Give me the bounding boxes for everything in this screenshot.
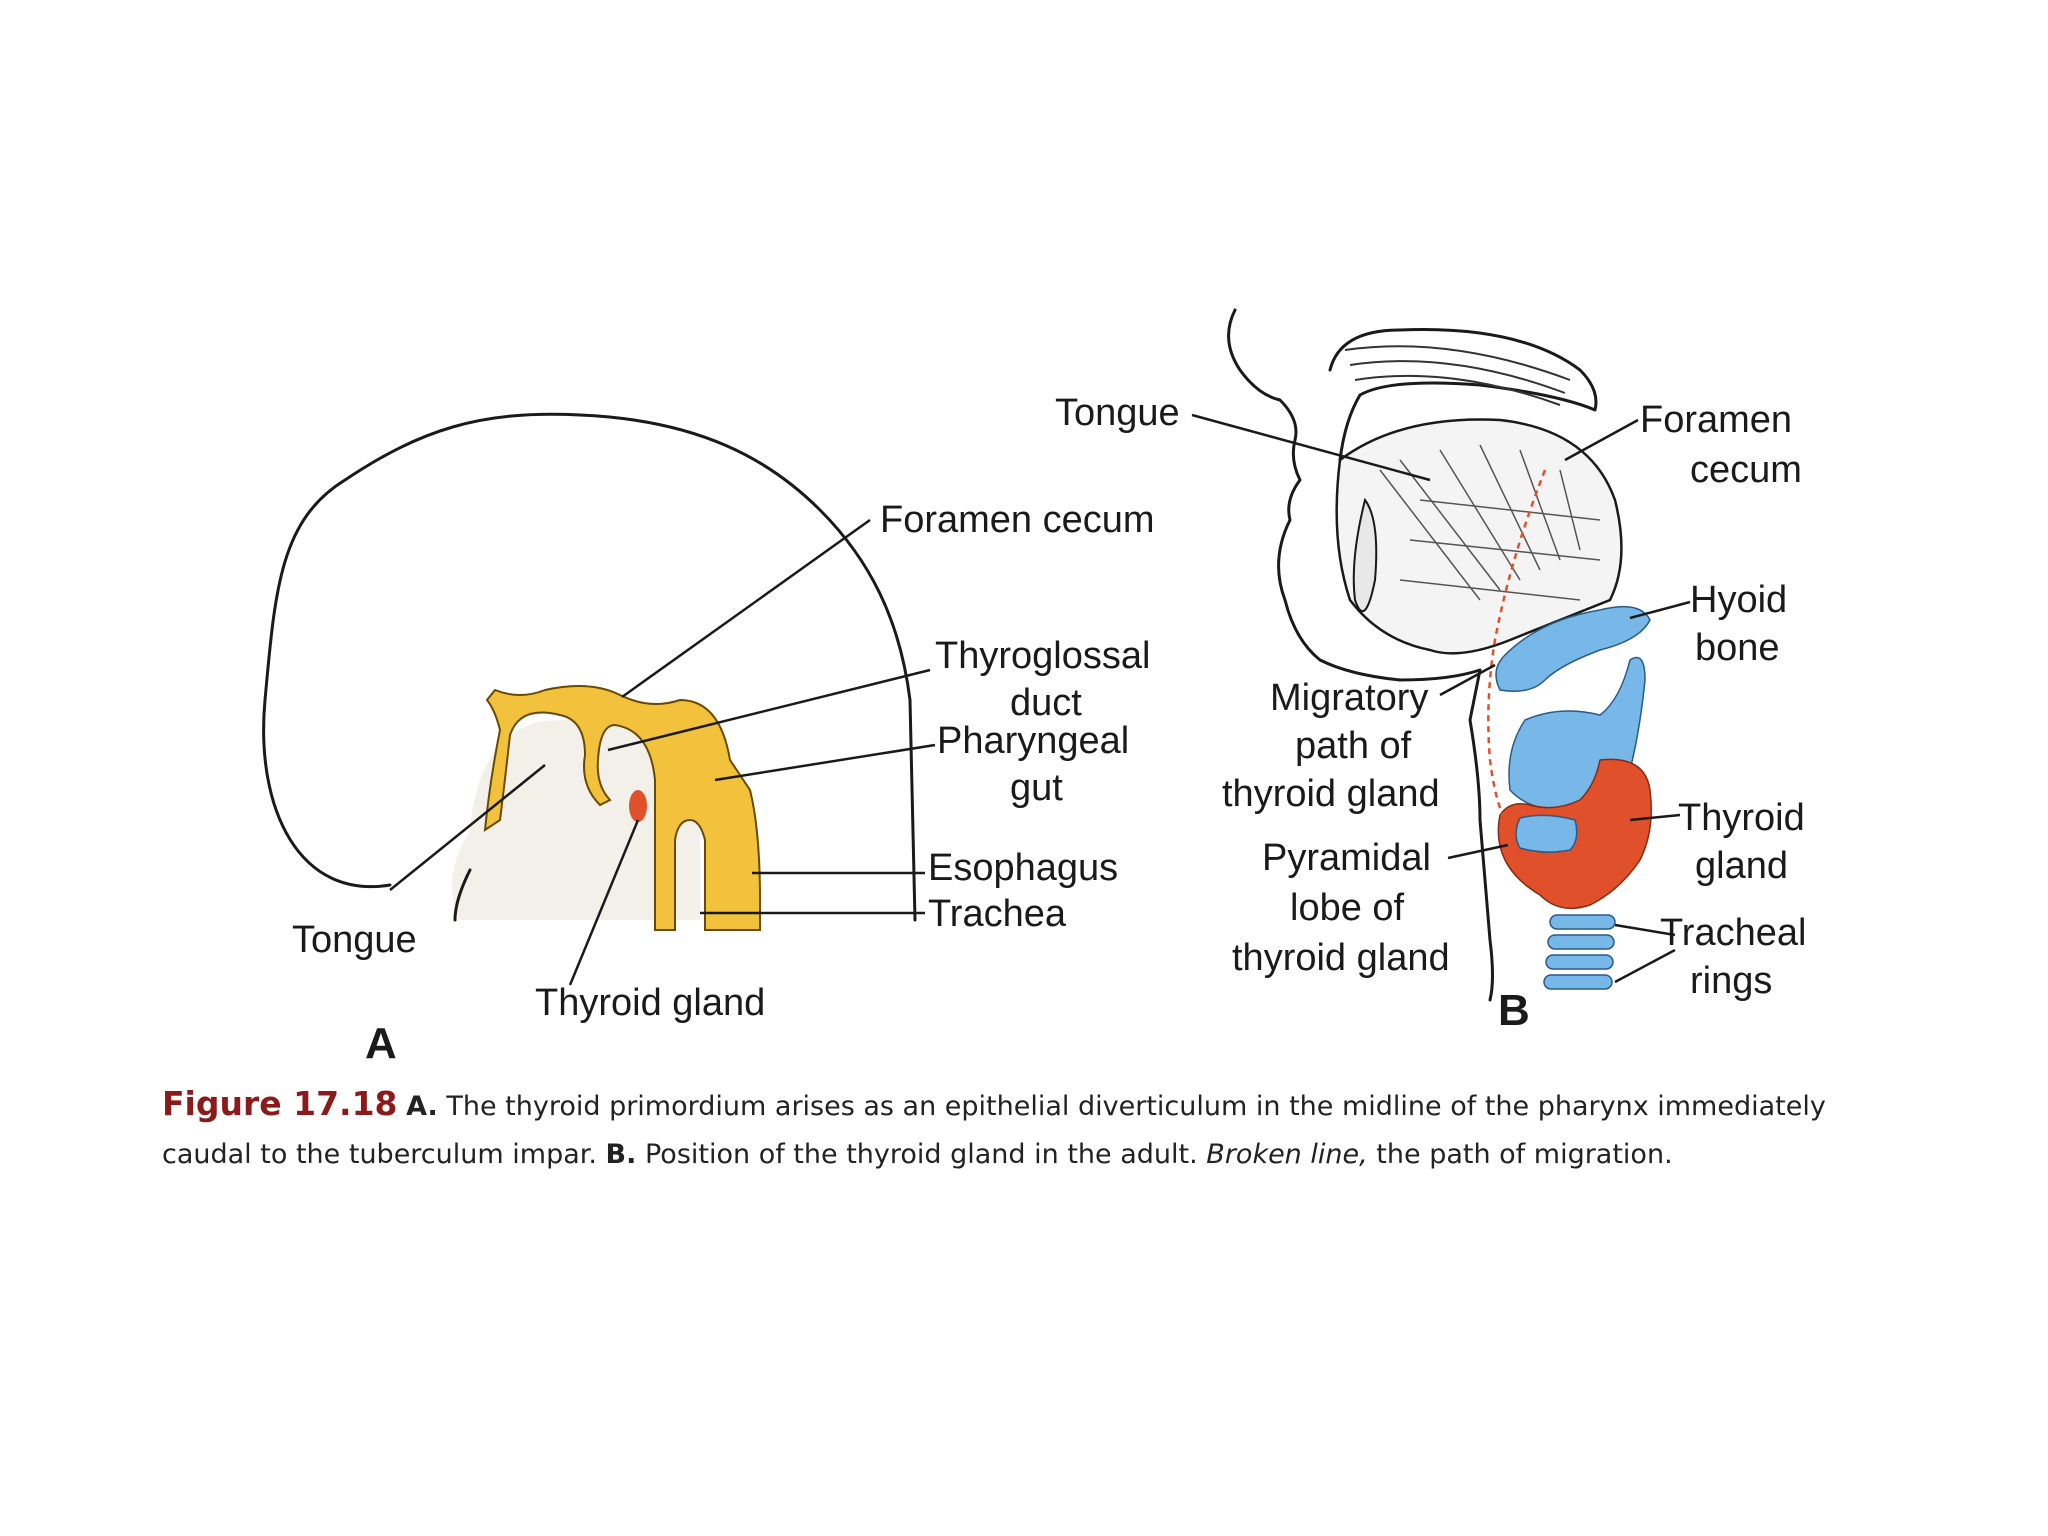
- label-thyroid-1: Thyroid: [1678, 797, 1805, 839]
- tongue-body-b: [1335, 418, 1623, 655]
- leader-thyroid-gland: [568, 819, 640, 986]
- label-pyramidal-1: Pyramidal: [1262, 837, 1431, 879]
- label-tracheal-2: rings: [1690, 960, 1772, 1002]
- label-pyramidal-3: thyroid gland: [1232, 937, 1450, 979]
- cricoid-cartilage-blue: [1515, 814, 1578, 853]
- leader-tracheal-rings-2: [1614, 948, 1676, 984]
- label-thyroid-gland-a: Thyroid gland: [535, 982, 765, 1024]
- leader-tracheal-rings-1: [1614, 923, 1676, 937]
- label-foramen-1: Foramen: [1640, 399, 1792, 441]
- caption-figure-number: Figure 17.18: [162, 1084, 398, 1123]
- leader-foramen-cecum-b: [1564, 418, 1639, 462]
- palate-inner-lines: [1344, 345, 1571, 406]
- figure-caption: Figure 17.18 A. The thyroid primordium a…: [162, 1080, 1862, 1179]
- label-tongue-a: Tongue: [292, 919, 417, 961]
- thyroid-primordium-red: [629, 790, 647, 822]
- label-migratory-1: Migratory: [1270, 677, 1428, 719]
- leader-pyramidal-lobe: [1447, 843, 1509, 860]
- leader-migratory-path: [1439, 663, 1496, 697]
- tracheal-ring-3: [1545, 954, 1614, 970]
- caption-a-marker: A.: [406, 1091, 438, 1122]
- label-migratory-3: thyroid gland: [1222, 773, 1440, 815]
- tracheal-ring-2: [1547, 934, 1615, 950]
- leader-thyroid-gland-b: [1629, 813, 1681, 822]
- label-hyoid-1: Hyoid: [1690, 579, 1787, 621]
- label-tracheal-1: Tracheal: [1660, 912, 1806, 954]
- label-hyoid-2: bone: [1695, 627, 1780, 669]
- tongue-fibers: [1379, 444, 1601, 601]
- caption-italic-text: Broken line,: [1206, 1139, 1368, 1170]
- tongue-outline: [453, 868, 472, 922]
- label-thyroglossal-2: duct: [1010, 682, 1082, 724]
- pharyngeal-gut-yellow: [483, 685, 761, 931]
- panel-b-diagram: Tongue Foramen cecum Hyoid bone Migrator…: [1055, 308, 1806, 1035]
- panel-b-letter: B: [1498, 986, 1530, 1035]
- leader-tongue-b: [1191, 413, 1431, 482]
- epiglottis: [1352, 497, 1378, 613]
- tracheal-ring-1: [1549, 914, 1616, 930]
- caption-end-text: the path of migration.: [1376, 1139, 1673, 1170]
- label-migratory-2: path of: [1295, 725, 1412, 767]
- caption-b-text: Position of the thyroid gland in the adu…: [644, 1139, 1198, 1170]
- panel-a-diagram: Foramen cecum Thyroglossal duct Pharynge…: [262, 412, 1155, 1068]
- label-foramen-cecum: Foramen cecum: [880, 499, 1155, 541]
- caption-b-marker: B.: [605, 1139, 637, 1170]
- embryo-head-outline: [262, 412, 917, 922]
- caption-a-text: The thyroid primordium arises as an epit…: [162, 1091, 1826, 1170]
- label-trachea: Trachea: [928, 893, 1067, 935]
- label-thyroid-2: gland: [1695, 845, 1788, 887]
- head-profile-outline: [1227, 308, 1494, 1002]
- label-tongue-b: Tongue: [1055, 392, 1180, 434]
- leader-tongue: [389, 764, 546, 891]
- label-pharyngeal-1: Pharyngeal: [937, 720, 1129, 762]
- panel-a-letter: A: [365, 1019, 397, 1068]
- tracheal-rings-blue: [1543, 914, 1616, 990]
- label-foramen-2: cecum: [1690, 449, 1802, 491]
- tracheal-ring-4: [1543, 974, 1613, 990]
- label-pyramidal-2: lobe of: [1290, 887, 1405, 929]
- leader-pharyngeal-gut: [714, 743, 936, 782]
- label-pharyngeal-2: gut: [1010, 767, 1063, 809]
- pharynx-floor-stipple: [452, 718, 700, 920]
- leader-foramen-cecum: [621, 518, 871, 699]
- label-thyroglossal-1: Thyroglossal: [935, 635, 1150, 677]
- migratory-path-broken-line: [1487, 469, 1547, 821]
- leader-hyoid-bone: [1629, 600, 1691, 620]
- label-esophagus: Esophagus: [928, 847, 1118, 889]
- palate-outline: [1328, 328, 1598, 462]
- leader-thyroglossal-duct: [607, 668, 931, 752]
- hyoid-bone-blue: [1495, 605, 1651, 692]
